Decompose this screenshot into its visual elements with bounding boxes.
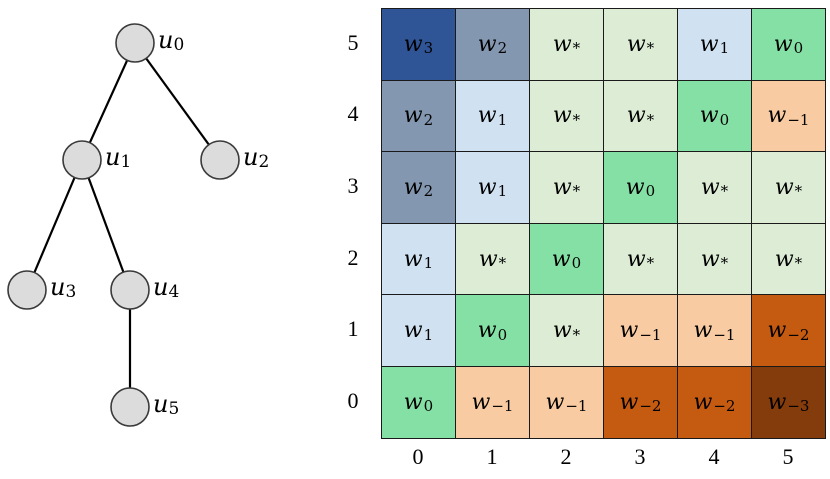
tree-node-label-u3: u3 bbox=[50, 273, 77, 302]
tree-node-label-u5: u5 bbox=[153, 390, 180, 419]
row-index-label: 3 bbox=[347, 173, 359, 198]
tree-node-label-u1: u1 bbox=[105, 143, 132, 172]
matrix-cell: w−2 bbox=[751, 294, 826, 367]
matrix-cell: w−1 bbox=[751, 79, 826, 153]
tree-node-label-u2: u2 bbox=[243, 143, 270, 172]
matrix-cell: w−2 bbox=[677, 366, 752, 439]
tree-edge-u0-u1 bbox=[88, 59, 129, 144]
row-index-label: 2 bbox=[347, 244, 359, 270]
tree-node-u1 bbox=[62, 140, 102, 180]
matrix-cell: w−1 bbox=[677, 294, 752, 367]
row-index-label: 1 bbox=[347, 316, 359, 342]
row-index-label: 5 bbox=[347, 29, 359, 55]
matrix-cell: w* bbox=[677, 151, 752, 224]
matrix-cell: w−2 bbox=[603, 366, 678, 439]
matrix-cell: w* bbox=[677, 222, 752, 296]
matrix-cell: w−1 bbox=[455, 366, 530, 439]
tree-node-u0 bbox=[115, 23, 155, 63]
column-index-label: 5 bbox=[782, 444, 794, 469]
matrix-cell: w* bbox=[603, 79, 678, 153]
column-index-label: 0 bbox=[412, 444, 424, 469]
tree-node-u2 bbox=[200, 140, 240, 180]
column-index-label: 1 bbox=[486, 444, 498, 469]
row-index-label: 4 bbox=[347, 101, 359, 127]
tree-node-label-u0: u0 bbox=[158, 26, 185, 55]
tree-node-u4 bbox=[110, 270, 150, 310]
tree-node-u3 bbox=[7, 270, 47, 310]
column-index-label: 4 bbox=[708, 444, 720, 469]
tree-diagram: u0 u1 u2 u3 u4 u5 bbox=[0, 0, 330, 474]
tree-node-label-u4: u4 bbox=[153, 273, 180, 302]
matrix-cell: w* bbox=[529, 8, 604, 81]
tree-edge-u1-u4 bbox=[87, 177, 125, 273]
matrix-cell: w* bbox=[529, 151, 604, 224]
tree-graph bbox=[7, 23, 240, 427]
matrix-cell: w* bbox=[603, 8, 678, 81]
matrix-cell: w−3 bbox=[751, 366, 826, 439]
tree-edge-u0-u2 bbox=[145, 57, 210, 146]
matrix-cell: w−1 bbox=[529, 366, 604, 439]
row-index-label: 0 bbox=[347, 387, 359, 413]
matrix-cell: w* bbox=[529, 79, 604, 153]
matrix-cell: w* bbox=[751, 151, 826, 224]
matrix-cell: w* bbox=[751, 222, 826, 296]
tree-edge-u1-u3 bbox=[33, 177, 76, 273]
matrix-cell: w* bbox=[529, 294, 604, 367]
matrix-cell: w* bbox=[603, 222, 678, 296]
matrix-cell: w−1 bbox=[603, 294, 678, 367]
tree-node-u5 bbox=[110, 387, 150, 427]
matrix-cell: w* bbox=[455, 222, 530, 296]
column-index-label: 2 bbox=[560, 444, 572, 469]
column-index-label: 3 bbox=[634, 444, 646, 469]
